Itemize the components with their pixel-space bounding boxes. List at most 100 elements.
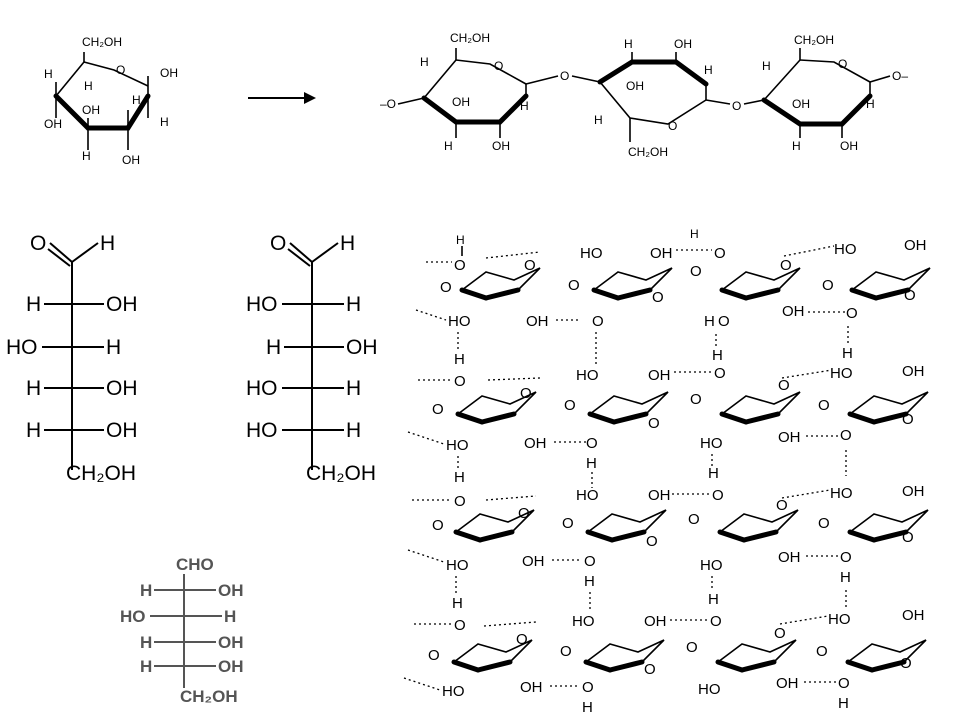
row3-ho-2: HO — [576, 487, 599, 504]
row4-o-ring2: O — [644, 661, 656, 678]
row3-oh-4: OH — [902, 483, 925, 500]
fischer1-c5-oh: OH — [106, 419, 138, 442]
gray-c4-oh: OH — [218, 633, 244, 652]
fischer1-ch2oh: CH₂OH — [66, 462, 136, 485]
chain-unit1-oh: OH — [452, 95, 470, 109]
row1-o-link2: O — [690, 263, 702, 280]
row1-o-ring2: O — [652, 289, 664, 306]
fischer2-c4-h: H — [346, 377, 361, 400]
hb34-h-2: H — [708, 591, 719, 608]
row4-o-ring3: O — [774, 625, 786, 642]
gray-c3-h: H — [224, 607, 236, 626]
row3-o-left: O — [432, 517, 444, 534]
chain-unit3-h-top: H — [762, 59, 771, 73]
chain-unit2-ch2oh: CH₂OH — [628, 145, 668, 159]
row3-o-ring1: O — [518, 505, 530, 522]
row3-oh-3: OH — [778, 549, 801, 566]
chain-unit2-ring-o: O — [668, 119, 677, 133]
hb12-h-2: H — [712, 347, 723, 364]
fischer2-aldehyde-h: H — [340, 232, 355, 255]
row2-o-ring2: O — [648, 415, 660, 432]
chain-unit3-oh-bottom: OH — [840, 139, 858, 153]
chain-unit1-ring-o: O — [494, 59, 503, 73]
row4-oh-4: OH — [902, 607, 925, 624]
row1-oh-1: OH — [526, 313, 549, 330]
fischer2-carbonyl-o: O — [270, 232, 286, 255]
ring-oh-label-right: OH — [160, 66, 178, 80]
fischer2-c5-ho: HO — [246, 419, 278, 442]
ring-h-label-left: H — [44, 67, 53, 81]
row2-o-2b: O — [586, 435, 598, 452]
fischer2-c3-h: H — [266, 336, 281, 359]
row1-o-4b: O — [846, 305, 858, 322]
chain-unit2-oh-top: OH — [674, 37, 692, 51]
gray-c3-ho: HO — [120, 607, 146, 626]
row3-oh-1: OH — [522, 553, 545, 570]
sheet-row-2: O O O O HO OH HO OH O O H O O O HO OH O … — [407, 363, 928, 472]
fischer2-ch2oh: CH₂OH — [306, 462, 376, 485]
ring-oh-label-bottom: OH — [122, 153, 140, 167]
hb12-h-3: H — [842, 345, 853, 362]
row1-oh-4: OH — [904, 237, 927, 254]
row4-ho-2: HO — [572, 613, 595, 630]
row2-h-2b: H — [586, 455, 597, 472]
fischer2-c5-h: H — [346, 419, 361, 442]
row3-h-2b: H — [584, 573, 595, 590]
gray-c5-h: H — [140, 657, 152, 676]
row3-o-4b: O — [840, 549, 852, 566]
row4-oh-1: OH — [520, 679, 543, 696]
reaction-arrow — [248, 92, 316, 104]
fischer1-c3-ho: HO — [6, 336, 38, 359]
row1-o-link3: O — [822, 277, 834, 294]
hb34-h-1: H — [452, 595, 463, 612]
fischer1-c4-h: H — [26, 377, 41, 400]
row1-o-ring4: O — [904, 287, 916, 304]
chain-unit1-h-right: H — [520, 99, 529, 113]
row4-o-ring1: O — [516, 631, 528, 648]
chain-unit1-ch2oh: CH₂OH — [450, 31, 490, 45]
row4-ho-left: HO — [442, 683, 465, 700]
row1-o-ring3: O — [780, 257, 792, 274]
row4-oh-3: OH — [776, 675, 799, 692]
row4-o-4b: O — [838, 675, 850, 692]
gray-c2-h: H — [140, 581, 152, 600]
chain-unit3-ring-o: O — [838, 57, 847, 71]
row2-ho-2: HO — [576, 367, 599, 384]
chain-unit2-h-right: H — [704, 63, 713, 77]
row1-o-ring1: O — [524, 257, 536, 274]
row2-o-mid: O — [714, 365, 726, 382]
fischer-projection-2: O H HO H H OH HO H HO H CH₂OH — [246, 232, 378, 485]
hbonds-2-3: H H — [454, 450, 847, 488]
row1-o-link1: O — [568, 277, 580, 294]
row3-o-ring3: O — [776, 497, 788, 514]
fischer1-c3-h: H — [106, 336, 121, 359]
chain-glycosidic-o2: O — [732, 99, 741, 113]
row3-o-top: O — [454, 493, 466, 510]
gray-ch2oh: CH₂OH — [180, 687, 238, 706]
row1-h-o-mid: H — [704, 313, 715, 330]
fischer1-aldehyde-h: H — [100, 232, 115, 255]
row2-o-top: O — [454, 373, 466, 390]
row3-o-link3: O — [818, 515, 830, 532]
row1-h-top: H — [456, 233, 465, 247]
chain-unit2-oh: OH — [626, 79, 644, 93]
gray-c4-h: H — [140, 633, 152, 652]
row4-o-top: O — [454, 617, 466, 634]
ring-h-label-c1: H — [160, 115, 169, 129]
chain-unit1-oh-bottom: OH — [492, 139, 510, 153]
fischer-projection-1: O H H OH HO H H OH H OH CH₂OH — [6, 232, 138, 485]
row1-o-2b: O — [592, 313, 604, 330]
row3-h-4b: H — [840, 569, 851, 586]
row1-ho-left: HO — [448, 313, 471, 330]
row2-o-ring4: O — [902, 411, 914, 428]
glucose-ring-structure: CH₂OH O OH H H H OH OH H H OH — [44, 35, 178, 167]
chain-unit3-ch2oh: CH₂OH — [794, 33, 834, 47]
row4-o-mid: O — [710, 613, 722, 630]
chain-unit3-oh: OH — [792, 97, 810, 111]
row1-o-mid-b: O — [718, 313, 730, 330]
chain-unit3-h-right: H — [866, 97, 875, 111]
row4-h-2b: H — [582, 699, 593, 716]
ring-oh-label-c3: OH — [82, 103, 100, 117]
row2-o-link1: O — [564, 397, 576, 414]
row2-o-4b: O — [840, 427, 852, 444]
